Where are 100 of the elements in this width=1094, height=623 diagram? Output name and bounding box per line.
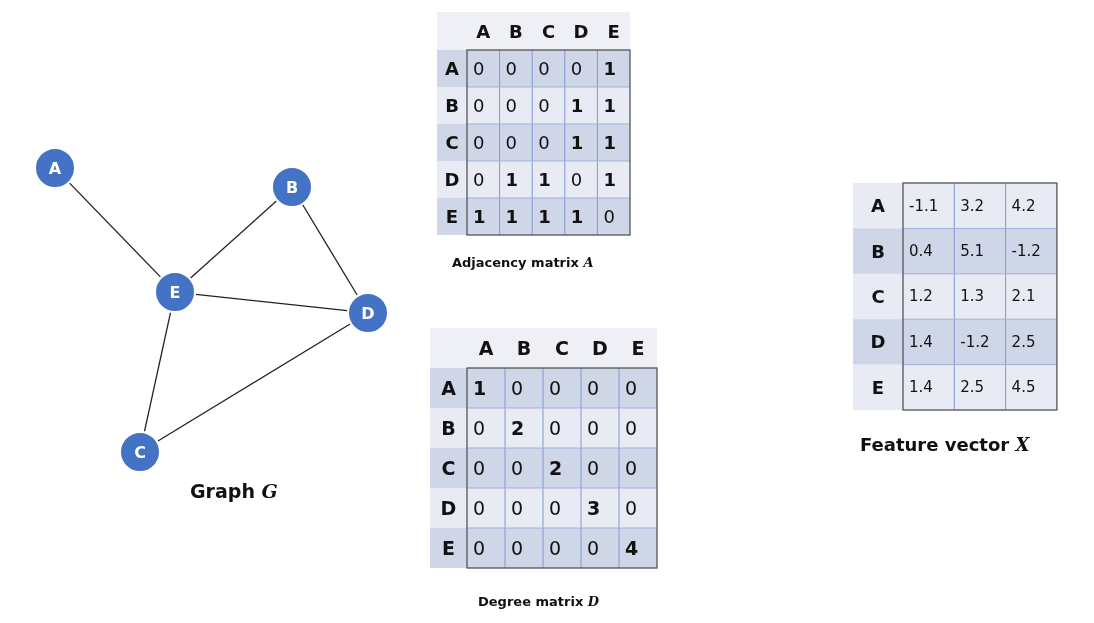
row-header: C (870, 285, 886, 309)
graph-edge (157, 323, 351, 442)
caption: Adjacency matrix A (452, 255, 594, 270)
table-cell-text: 2.5 (1010, 331, 1037, 353)
table-cell-text: 3 (586, 496, 602, 521)
row-header: D (443, 168, 461, 192)
table-cell-text: 1.3 (959, 286, 986, 308)
table-cell-text: 1 (504, 205, 520, 229)
table-cell-text: 0 (472, 536, 487, 561)
table-cell-text: 0 (586, 376, 601, 401)
table-cell-text: 0 (537, 131, 551, 155)
row-header: C (440, 456, 457, 481)
table-cell-text: 0 (624, 376, 639, 401)
caption: Feature vector X (860, 434, 1030, 455)
table-cell-text: 1 (602, 94, 617, 118)
table-cell-text: 1 (537, 168, 552, 192)
graph-edge (195, 293, 348, 312)
table-cell-text: 0 (548, 496, 563, 521)
graph-node: B (271, 166, 313, 208)
row-header: E (441, 536, 456, 561)
column-header: A (475, 19, 492, 44)
table-cell-text: 1 (472, 376, 488, 401)
table-cell-text: 3.2 (959, 195, 986, 217)
column-header: D (591, 336, 609, 361)
column-header: A (477, 336, 495, 361)
table-cell-text: 0 (548, 536, 563, 561)
table-cell-text: 0 (510, 536, 525, 561)
row-header: D (439, 496, 458, 521)
table-cell-text: 0 (624, 496, 639, 521)
table-cell-text: 0.4 (908, 241, 934, 263)
table-cell-text: 0 (548, 376, 563, 401)
graph-node: D (347, 292, 389, 334)
table-cell-text: 0 (586, 456, 601, 481)
table-cell-text: 2.5 (959, 377, 986, 399)
table-cell-text: 0 (569, 57, 584, 81)
table-cell-text: 0 (586, 536, 601, 561)
column-header: B (508, 19, 524, 44)
graph-node: C (119, 431, 161, 473)
table-cell-text: -1.1 (908, 195, 940, 217)
table-cell-text: 4.2 (1010, 195, 1037, 217)
column-header: B (515, 336, 533, 361)
row-header: A (444, 57, 460, 81)
table-cell-text: 0 (537, 94, 551, 118)
table-cell-text: 0 (548, 416, 563, 441)
table-cell-text: 1 (472, 205, 487, 229)
graph-edge (143, 311, 172, 433)
table-cell-text: 0 (624, 456, 639, 481)
table-cell-text: 2 (510, 416, 526, 441)
row-header: E (444, 205, 460, 229)
table-cell-text: 0 (472, 496, 487, 521)
table-cell-text: 2.1 (1010, 286, 1037, 308)
table-cell-text: 4 (624, 536, 640, 561)
table-cell-text: 0 (472, 416, 487, 441)
caption: Degree matrix D (478, 594, 600, 609)
row-header: A (440, 376, 457, 401)
graph-node: A (34, 147, 76, 189)
table-cell-text: 2 (548, 456, 564, 481)
graph-edge (190, 200, 277, 279)
table-cell-text: 0 (504, 57, 519, 81)
table-cell-text: 0 (586, 416, 601, 441)
table-cell-text: 5.1 (959, 241, 986, 263)
table-cell-text: 0 (504, 94, 519, 118)
row-header: C (444, 131, 460, 155)
row-header: D (869, 330, 887, 355)
table-cell-text: 1 (602, 131, 617, 155)
table-cell-text: 0 (510, 376, 525, 401)
row-header: B (444, 94, 460, 118)
row-header: B (870, 239, 886, 264)
caption: Graph G (190, 480, 278, 502)
table-cell-text: 1.4 (908, 377, 934, 399)
table-cell-text: 0 (510, 496, 525, 521)
table-cell-text: 1 (569, 131, 585, 155)
table-cell-text: 0 (472, 131, 486, 155)
table-cell-text: 0 (472, 168, 486, 192)
table-cell-text: 1.4 (908, 331, 934, 353)
row-header: A (870, 194, 886, 219)
graph-edge (68, 182, 162, 278)
graph-node: E (154, 271, 196, 313)
table-cell-text: 4.5 (1010, 377, 1037, 399)
column-header: E (606, 19, 621, 44)
table-cell-text: 1 (504, 168, 520, 192)
column-header: D (572, 19, 590, 44)
table-cell-text: 1 (537, 205, 552, 229)
table-cell-text: 0 (602, 205, 616, 229)
table-cell-text: 0 (472, 456, 487, 481)
table-cell-text: -1.2 (1010, 241, 1042, 263)
table-cell-text: 0 (472, 57, 486, 81)
column-header: C (540, 19, 557, 44)
table-cell-text: 0 (472, 94, 486, 118)
table-cell-text: -1.2 (959, 331, 991, 353)
table-cell-text: 0 (537, 57, 551, 81)
row-header: B (440, 416, 457, 441)
column-header: C (554, 336, 570, 361)
table-cell-text: 1 (602, 168, 617, 192)
table-cell-text: 0 (504, 131, 519, 155)
table-cell-text: 1 (569, 205, 585, 229)
table-cell-text: 1 (602, 57, 617, 81)
table-cell-text: 1.2 (908, 286, 934, 308)
column-header: E (630, 336, 646, 361)
table-cell-text: 0 (624, 416, 639, 441)
